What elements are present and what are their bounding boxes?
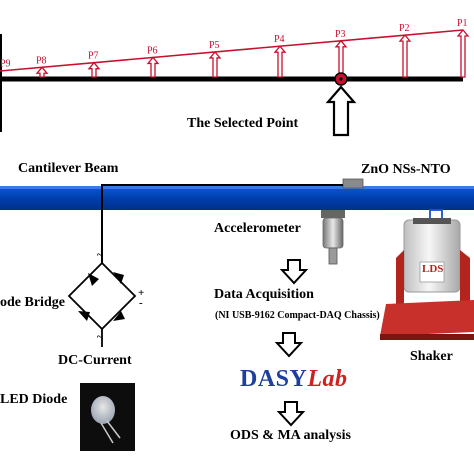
current-label: DC-Current <box>58 353 132 368</box>
bridge-ac-bottom: ~ <box>97 331 103 343</box>
label-p1: P1 <box>457 18 468 29</box>
shaker-device <box>380 218 474 340</box>
accel-connector <box>328 247 338 265</box>
led-photo <box>80 383 135 451</box>
arrow-p6 <box>146 56 160 78</box>
bridge-ac-top: ~ <box>97 249 103 261</box>
bridge-label: ode Bridge <box>0 295 65 310</box>
label-p7: P7 <box>88 51 99 62</box>
label-p4: P4 <box>274 34 285 45</box>
beam-body <box>0 186 474 210</box>
deflection-line <box>0 29 464 72</box>
daq-detail: (NI USB-9162 Compact-DAQ Chassis) <box>215 310 380 321</box>
flow-arrow-3 <box>276 401 306 427</box>
label-p8: P8 <box>36 55 47 66</box>
fixed-support-edge <box>0 34 2 132</box>
diode-top-left <box>88 273 99 286</box>
shaker-brand: LDS <box>422 263 444 275</box>
sensor-wire <box>101 184 343 263</box>
led-bulb <box>91 396 115 424</box>
arrow-p5 <box>208 50 222 78</box>
arrow-p2 <box>398 34 412 78</box>
label-p5: P5 <box>209 40 220 51</box>
bridge-plus-sign: + <box>138 287 145 299</box>
arrow-p1 <box>456 28 470 78</box>
sensor-label: ZnO NSs-NTO <box>361 162 451 177</box>
selected-point-arrow <box>325 85 357 137</box>
selected-point-center <box>339 77 343 81</box>
zno-sensor-patch <box>342 178 364 189</box>
shaker-trunnion-right <box>460 250 470 312</box>
daq-label: Data Acquisition <box>214 287 314 302</box>
flow-arrow-2 <box>274 332 304 358</box>
shaker-top <box>413 218 451 224</box>
point-arrows <box>35 28 470 78</box>
diode-bottom-right <box>113 311 125 321</box>
dasylab-logo: DASYLab <box>240 366 348 393</box>
diode-bridge <box>67 261 137 347</box>
dasylab-suffix: Lab <box>307 366 348 392</box>
arrow-p7 <box>87 61 101 78</box>
accelerometer-label: Accelerometer <box>214 221 301 236</box>
shaker-base-shadow <box>380 334 474 340</box>
bridge-rhombus <box>67 261 137 331</box>
shaker-label: Shaker <box>410 349 453 364</box>
diode-bottom-left <box>78 311 90 321</box>
led-lead-1 <box>100 422 114 444</box>
flow-arrow-1 <box>279 259 309 285</box>
label-p2: P2 <box>399 23 410 34</box>
led-label: LED Diode <box>0 392 68 407</box>
accel-base <box>321 210 345 218</box>
cantilever-beam <box>0 178 474 223</box>
analysis-label: ODS & MA analysis <box>230 428 351 443</box>
diode-top-right <box>113 272 124 284</box>
arrow-p8 <box>35 66 49 78</box>
label-p6: P6 <box>147 45 158 56</box>
accel-body <box>322 217 344 249</box>
dasylab-prefix: DASY <box>240 366 308 392</box>
label-p9: P9 <box>0 59 11 70</box>
accelerometer-device <box>321 210 345 265</box>
arrow-p4 <box>273 45 287 78</box>
bridge-minus-sign: - <box>139 297 143 309</box>
shaker-trunnion-left <box>396 250 404 312</box>
arrow-p3-selected <box>334 39 348 78</box>
beam-label: Cantilever Beam <box>18 161 119 176</box>
beam-highlight <box>0 186 474 189</box>
led-lead-2 <box>106 420 121 439</box>
selected-point-label: The Selected Point <box>187 116 299 131</box>
shaker-base <box>380 300 474 336</box>
label-p3: P3 <box>335 29 346 40</box>
shaker-logo-plate <box>419 261 445 283</box>
